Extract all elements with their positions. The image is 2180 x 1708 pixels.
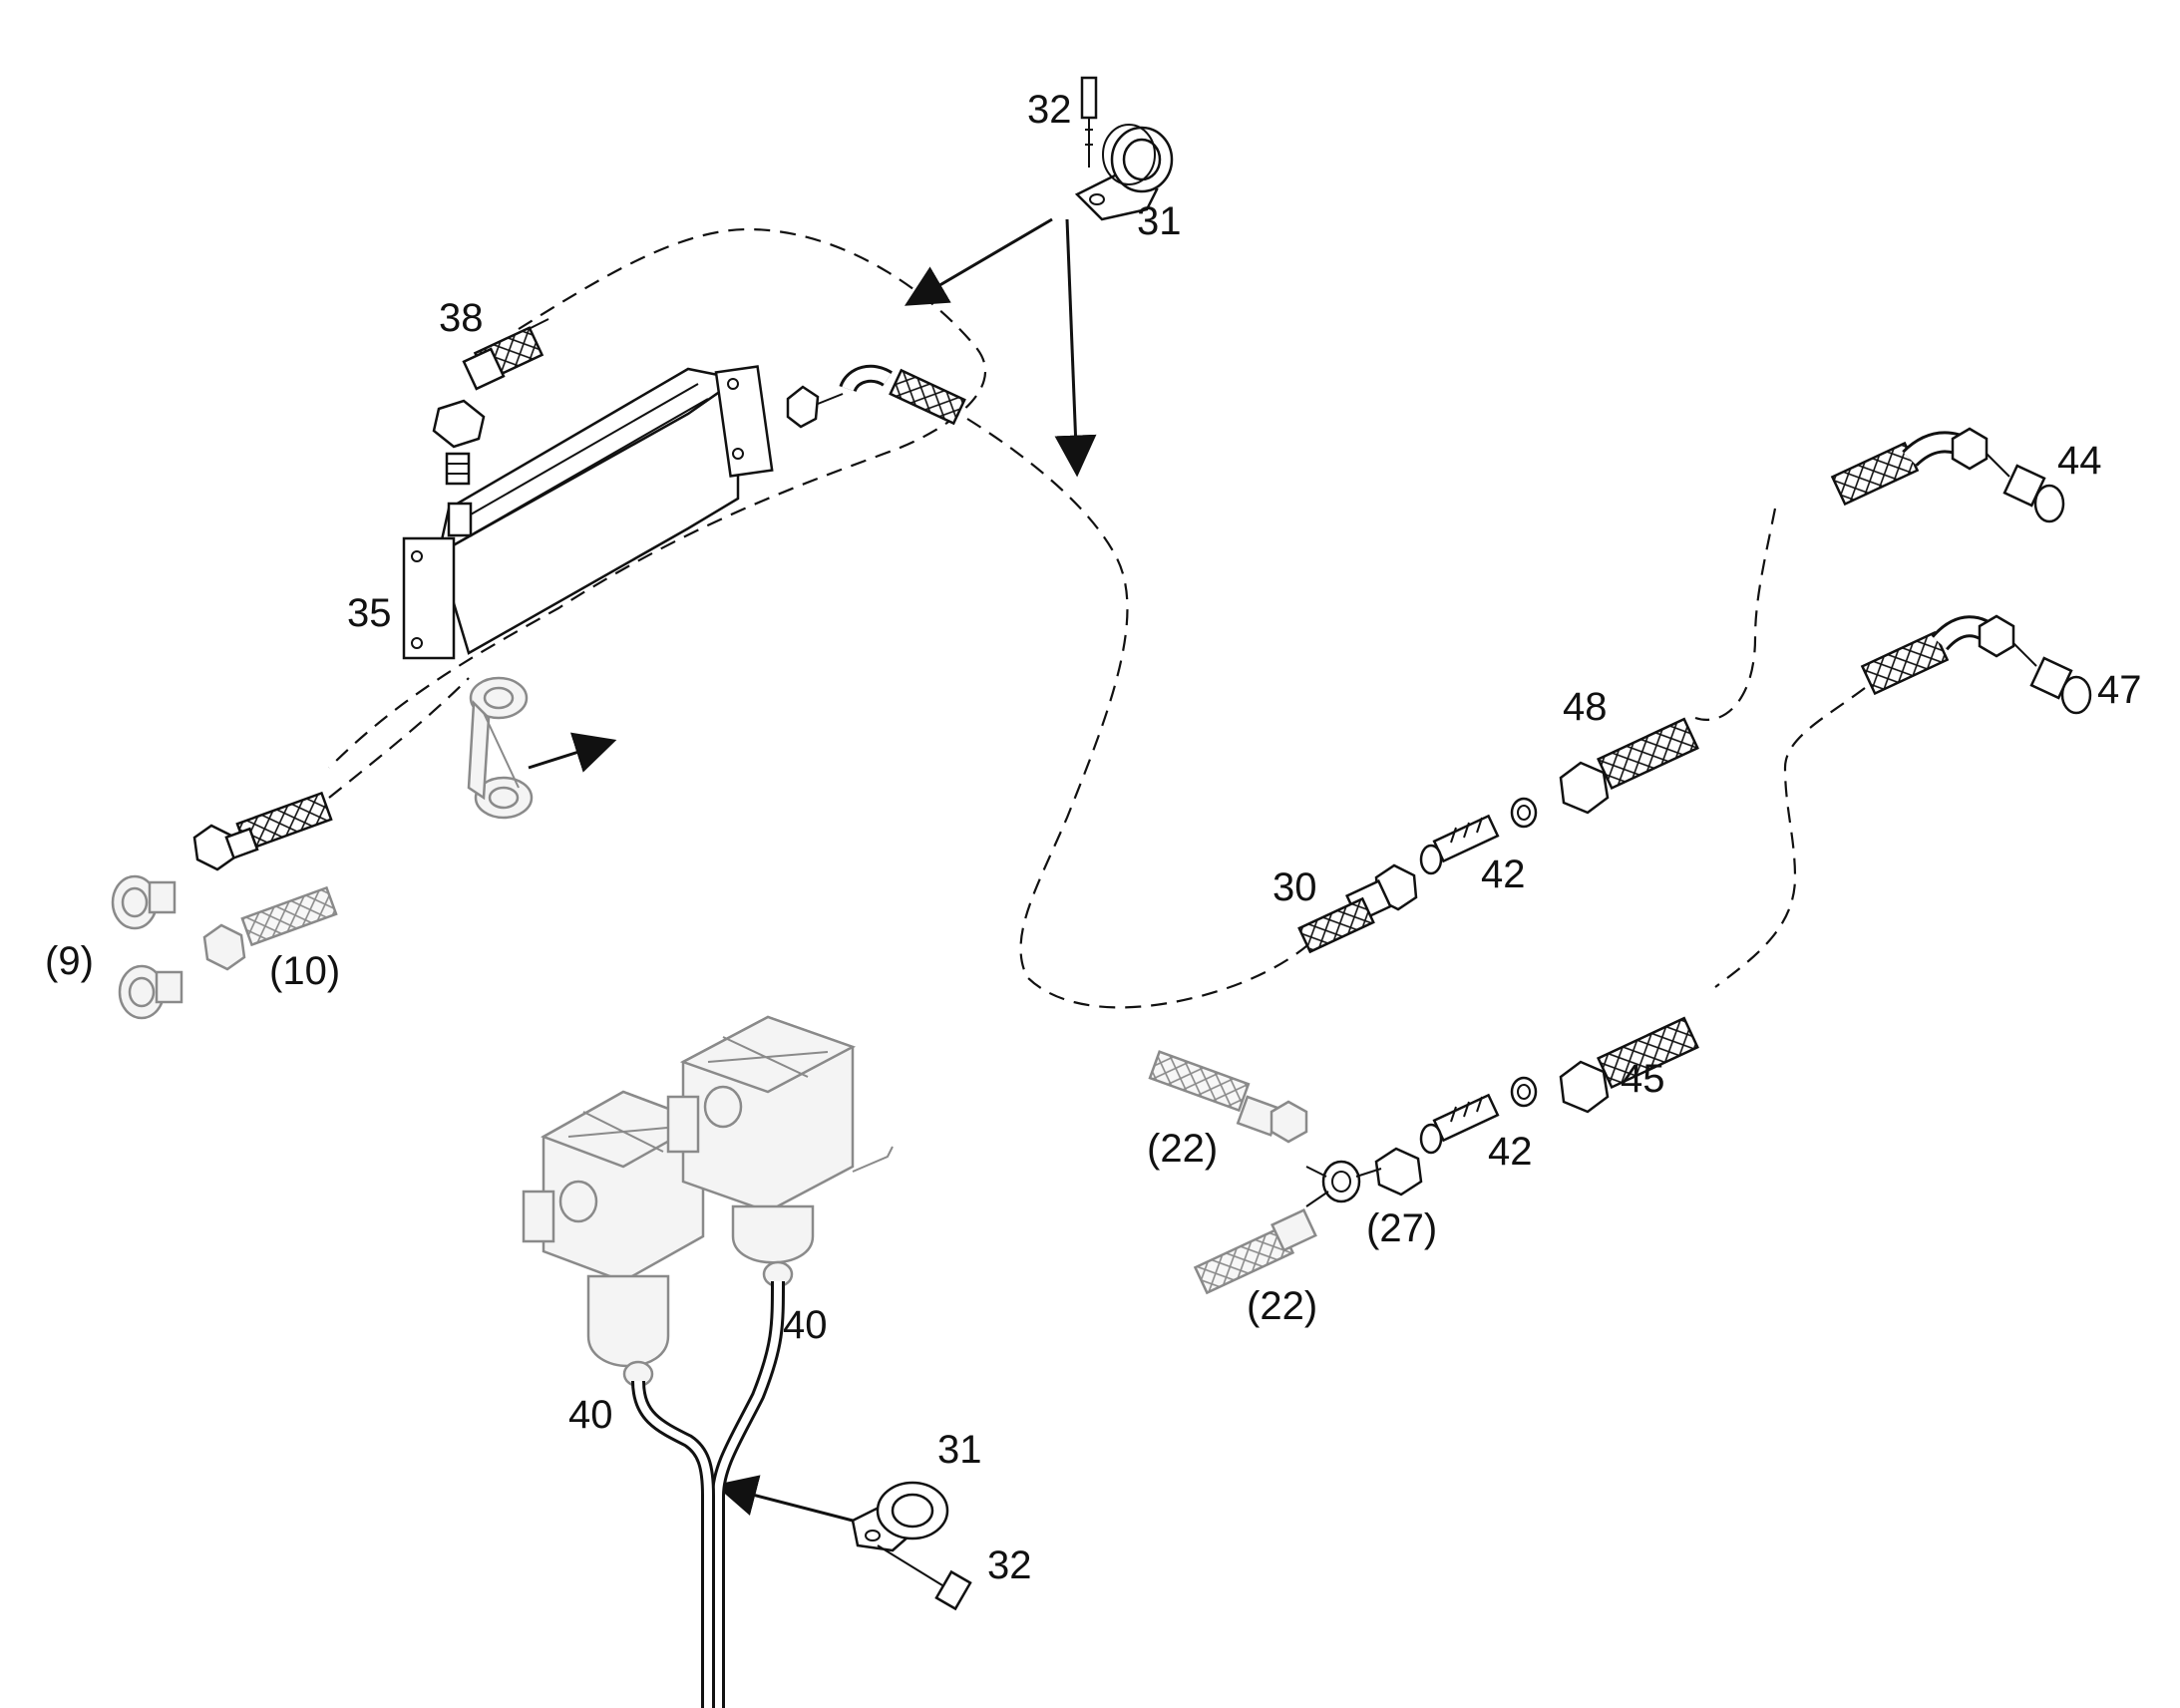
label-32-top: 32 [1027, 88, 1072, 132]
label-42-upper: 42 [1481, 853, 1526, 896]
drain-lines-40 [631, 1280, 785, 1708]
cooler-outlet-hose [786, 364, 966, 429]
label-40-left: 40 [568, 1393, 613, 1437]
hose-48 [1559, 717, 1699, 815]
arrow-to-clamp-top-down [1054, 218, 1097, 478]
arrow-to-clamp-middle [528, 732, 617, 773]
label-45: 45 [1621, 1057, 1665, 1101]
label-42-lower: 42 [1488, 1130, 1533, 1174]
clamp-31-bottom [851, 1481, 949, 1552]
label-44: 44 [2057, 439, 2102, 483]
label-22-upper: (22) [1147, 1127, 1218, 1171]
adaptor-9 [111, 874, 183, 1020]
label-40-right: 40 [783, 1303, 828, 1347]
clamp-31-top [1074, 124, 1174, 221]
hose-end-30 [1297, 863, 1418, 954]
assembly-arrows [528, 217, 1097, 1523]
hose-38 [432, 318, 549, 486]
middle-clamp [467, 676, 534, 820]
label-38: 38 [439, 296, 484, 340]
hose-end-10 [202, 885, 338, 971]
fuel-filter-left [522, 1090, 706, 1388]
label-31-top: 31 [1137, 199, 1182, 243]
label-9: (9) [45, 939, 94, 983]
elbow-hose-47 [1860, 614, 2092, 715]
label-32-bottom: 32 [987, 1543, 1032, 1587]
elbow-hose-44 [1830, 427, 2065, 523]
arrow-to-clamp-bottom [714, 1475, 854, 1523]
arrow-to-clamp-top-left [904, 217, 1053, 306]
bolt-32-bottom [877, 1544, 972, 1611]
label-48: 48 [1563, 685, 1608, 729]
label-30: 30 [1272, 865, 1317, 909]
tee-fitting-27 [1305, 1147, 1423, 1207]
union-42-upper [1419, 797, 1538, 875]
callout-labels: 32 31 38 35 (9) (10) 44 47 48 30 42 (22)… [45, 88, 2142, 1587]
union-42-lower [1419, 1076, 1538, 1155]
label-31-bottom: 31 [937, 1428, 982, 1472]
label-10: (10) [269, 949, 340, 993]
routing-dashed-lines [328, 227, 1866, 1009]
hose-22-lower [1193, 1208, 1317, 1295]
label-22-lower: (22) [1247, 1284, 1317, 1328]
label-47: 47 [2097, 668, 2142, 712]
label-27: (27) [1366, 1206, 1437, 1250]
hose-45 [1559, 1016, 1699, 1114]
hose-end-fitting [192, 791, 333, 871]
fuel-filter-right [666, 1015, 894, 1288]
hose-22-upper [1148, 1050, 1308, 1144]
oil-cooler-35 [402, 365, 774, 660]
bolt-32-top [1080, 76, 1098, 168]
label-35: 35 [347, 591, 392, 635]
